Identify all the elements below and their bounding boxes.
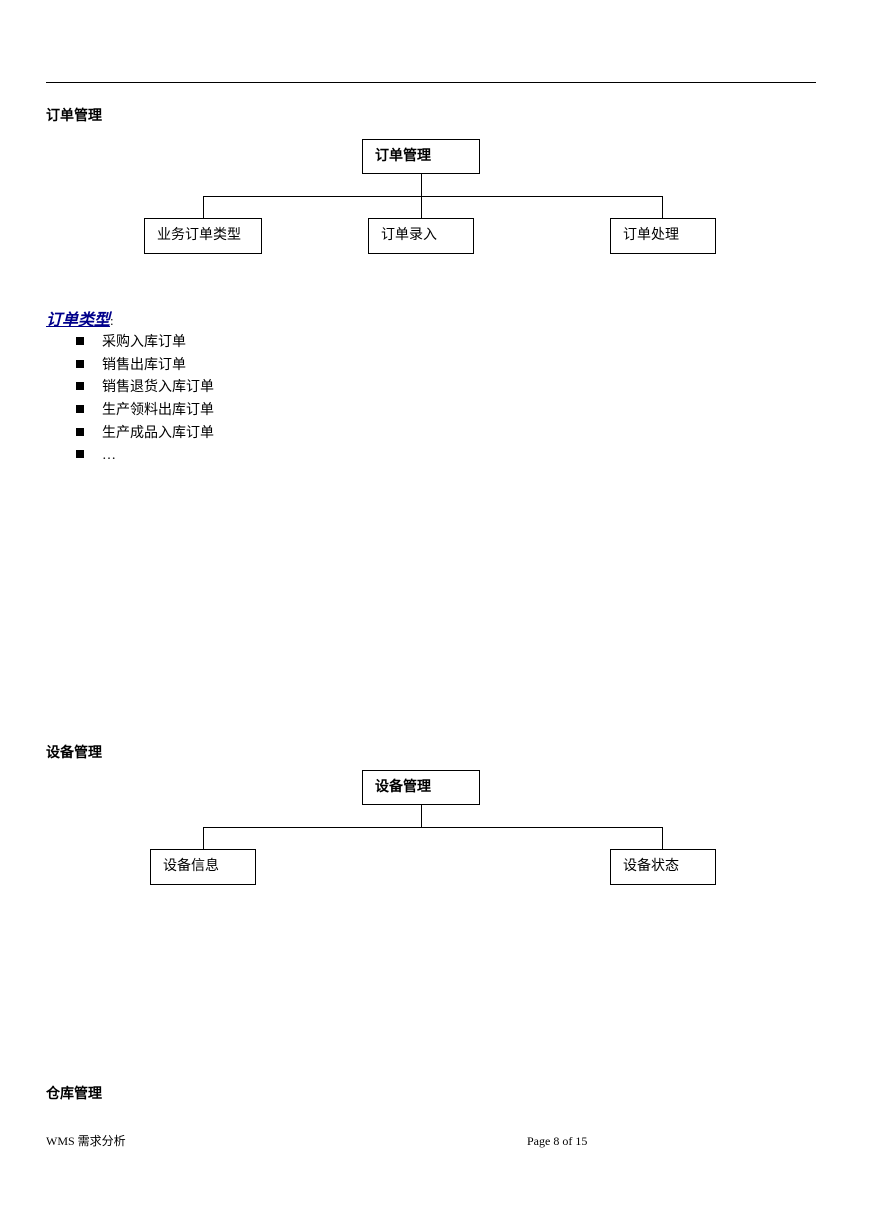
- order-root-node: 订单管理: [362, 139, 480, 174]
- list-item-text: …: [102, 448, 116, 464]
- list-item: 采购入库订单: [76, 334, 214, 357]
- footer-page-number: Page 8 of 15: [527, 1134, 588, 1148]
- square-bullet-icon: [76, 382, 84, 391]
- equipment-child-node-info: 设备信息: [150, 849, 256, 885]
- warehouse-section-heading: 仓库管理: [46, 1087, 102, 1102]
- header-rule: [46, 82, 816, 83]
- equipment-root-connector: [421, 805, 422, 827]
- equipment-child-connector-2: [662, 827, 663, 850]
- list-item: …: [76, 447, 214, 470]
- order-types-link[interactable]: 订单类型: [46, 312, 111, 329]
- list-item-text: 生产成品入库订单: [102, 425, 214, 441]
- order-child-connector-1: [203, 196, 204, 219]
- list-item-text: 销售出库订单: [102, 357, 186, 373]
- list-item: 生产领料出库订单: [76, 402, 214, 425]
- list-item-text: 采购入库订单: [102, 335, 186, 350]
- square-bullet-icon: [76, 405, 84, 414]
- order-child-node-business-type: 业务订单类型: [144, 218, 262, 254]
- square-bullet-icon: [76, 337, 84, 345]
- list-item-text: 销售退货入库订单: [102, 380, 214, 396]
- footer-document-title: WMS 需求分析: [46, 1134, 126, 1148]
- equipment-section-heading: 设备管理: [46, 746, 102, 761]
- order-types-list: 采购入库订单 销售出库订单 销售退货入库订单 生产领料出库订单 生产成品入库订单…: [76, 334, 214, 470]
- list-item-text: 生产领料出库订单: [102, 403, 214, 419]
- equipment-child-connector-1: [203, 827, 204, 850]
- order-child-connector-2: [421, 196, 422, 219]
- square-bullet-icon: [76, 450, 84, 459]
- order-types-title: 订单类型:: [46, 311, 114, 331]
- order-section-heading: 订单管理: [46, 109, 102, 124]
- list-item: 生产成品入库订单: [76, 425, 214, 448]
- list-item: 销售出库订单: [76, 357, 214, 380]
- equipment-branch-line: [203, 827, 663, 828]
- equipment-child-node-status: 设备状态: [610, 849, 716, 885]
- list-item: 销售退货入库订单: [76, 379, 214, 402]
- equipment-root-node: 设备管理: [362, 770, 480, 805]
- square-bullet-icon: [76, 359, 84, 368]
- order-child-node-processing: 订单处理: [610, 218, 716, 254]
- order-child-connector-3: [662, 196, 663, 219]
- order-root-connector: [421, 174, 422, 196]
- order-types-colon: :: [110, 313, 114, 328]
- order-child-node-entry: 订单录入: [368, 218, 474, 254]
- square-bullet-icon: [76, 427, 84, 436]
- order-branch-line: [203, 196, 663, 197]
